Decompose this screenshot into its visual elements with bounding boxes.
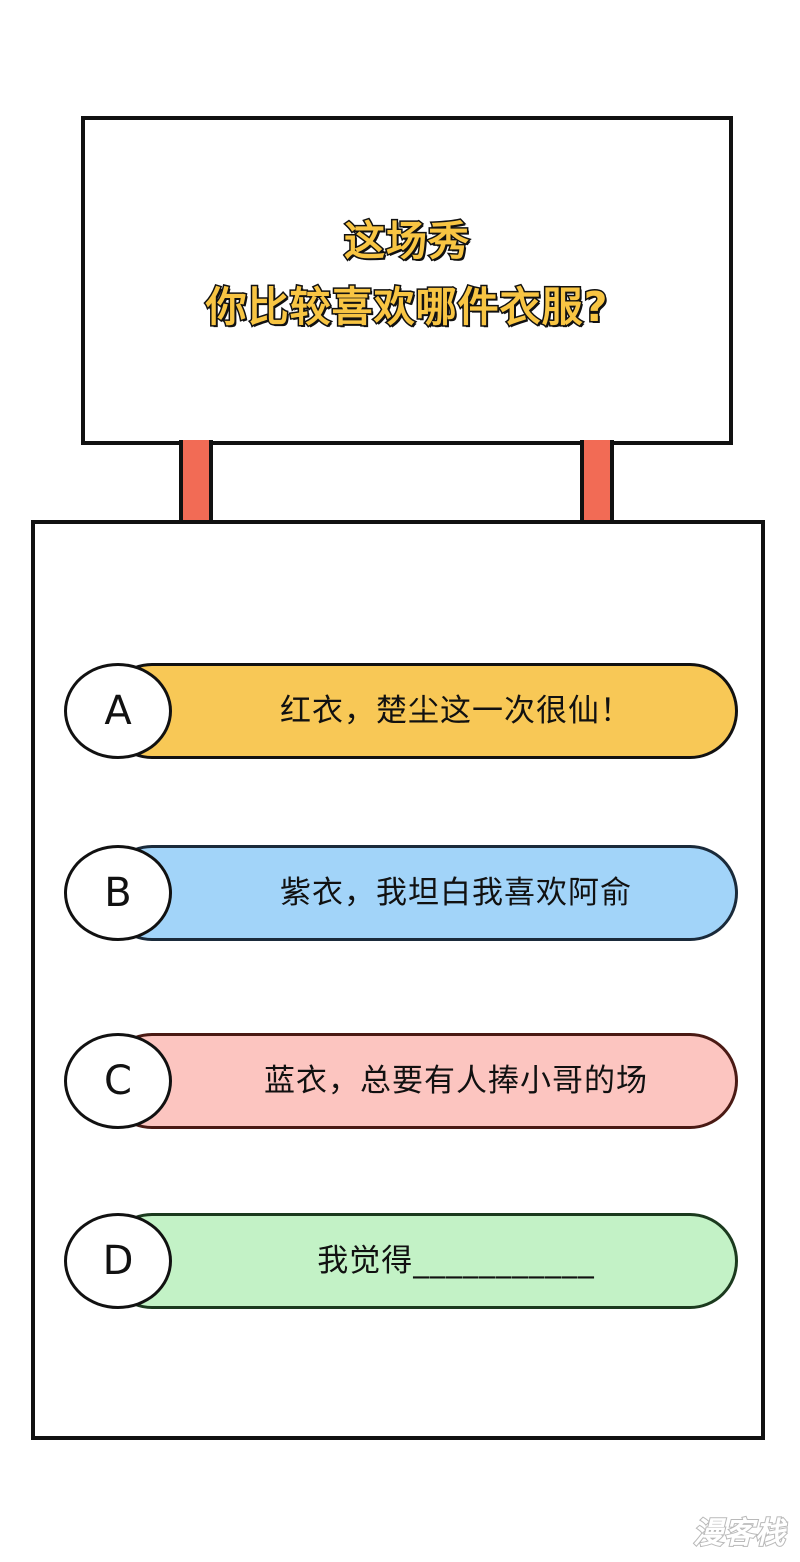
- sign-post-left: [179, 440, 213, 522]
- question-line-1: 这场秀: [343, 216, 471, 267]
- question-title: 这场秀 你比较喜欢哪件衣服?: [85, 208, 729, 340]
- sign-post-right: [580, 440, 614, 522]
- option-b[interactable]: 紫衣，我坦白我喜欢阿俞 B: [64, 845, 738, 941]
- option-c-letter-badge: C: [64, 1033, 172, 1129]
- option-a-letter-badge: A: [64, 663, 172, 759]
- option-a[interactable]: 红衣，楚尘这一次很仙！ A: [64, 663, 738, 759]
- watermark-logo: 漫客栈: [692, 1515, 786, 1552]
- option-b-pill[interactable]: [104, 845, 738, 941]
- option-d-text: 我觉得___________: [317, 1243, 595, 1279]
- option-b-letter-badge: B: [64, 845, 172, 941]
- option-a-text: 红衣，楚尘这一次很仙！: [280, 693, 632, 729]
- option-d-letter-badge: D: [64, 1213, 172, 1309]
- option-c[interactable]: 蓝衣，总要有人捧小哥的场 C: [64, 1033, 738, 1129]
- question-sign: 这场秀 你比较喜欢哪件衣服?: [81, 116, 733, 445]
- option-d-pill[interactable]: [104, 1213, 738, 1309]
- option-a-pill[interactable]: [104, 663, 738, 759]
- option-b-text: 紫衣，我坦白我喜欢阿俞: [280, 875, 632, 911]
- option-d[interactable]: 我觉得___________ D: [64, 1213, 738, 1309]
- option-c-text: 蓝衣，总要有人捧小哥的场: [264, 1063, 648, 1099]
- option-c-pill[interactable]: [104, 1033, 738, 1129]
- question-line-2: 你比较喜欢哪件衣服?: [204, 282, 609, 333]
